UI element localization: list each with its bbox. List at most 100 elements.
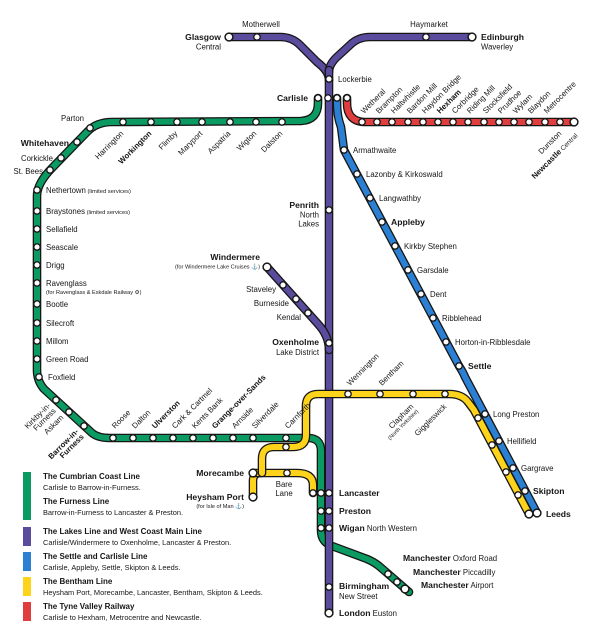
station-label-garsdale: Garsdale	[417, 266, 449, 275]
station-dot-carnforth	[282, 434, 290, 442]
station-dot-wigton	[252, 118, 260, 126]
station-dot-gargrave	[509, 464, 517, 472]
station-label-burneside: Burneside	[254, 299, 289, 308]
station-dot-langwathby	[366, 194, 374, 202]
station-dot-windermere	[262, 262, 272, 272]
station-dot-skipton	[521, 487, 529, 495]
station-dot-bare-lane	[283, 469, 291, 477]
station-label-settle: Settle	[468, 361, 492, 371]
station-label-horton-in-ribblesdale: Horton-in-Ribblesdale	[455, 338, 530, 347]
station-dot-wetheral	[358, 118, 366, 126]
station-label-dent: Dent	[430, 290, 447, 299]
station-label-drigg: Drigg	[46, 261, 65, 270]
station-label-haymarket: Haymarket	[410, 20, 449, 29]
station-label-hellifield: Hellifield	[507, 437, 536, 446]
station-dot-parton	[86, 124, 94, 132]
station-label-langwathby: Langwathby	[379, 194, 421, 203]
station-dot-morecambe	[248, 468, 258, 478]
station-dot-haydon-bridge	[419, 118, 427, 126]
legend-desc-the-tyne-valley-railway: Carlisle to Hexham, Metrocentre and Newc…	[43, 613, 202, 622]
station-dot-oxenholme-lake-district	[325, 339, 333, 347]
station-label-lazonby-kirkoswald: Lazonby & Kirkoswald	[366, 170, 443, 179]
station-label-parton: Parton	[61, 114, 84, 123]
bentham-line-1	[250, 470, 316, 496]
station-dot-hellifield-1	[488, 441, 496, 449]
station-dot-aspatria	[226, 118, 234, 126]
station-dot-glasgow-central	[224, 32, 234, 42]
station-dot-grange-over-sands	[209, 434, 217, 442]
station-dot-green-road	[33, 355, 41, 363]
station-dot-dalton	[129, 434, 137, 442]
station-label-nethertown: Nethertown (limited services)	[46, 186, 131, 195]
legend-title-the-furness-line: The Furness Line	[43, 497, 110, 506]
station-dot-carlisle	[314, 94, 322, 102]
station-dot-edinburgh-waverley	[467, 32, 477, 42]
station-dot-london-euston	[324, 608, 334, 618]
station-label-armathwaite: Armathwaite	[353, 146, 396, 155]
station-label-whitehaven: Whitehaven	[21, 138, 69, 148]
station-dot-haltwhistle	[388, 118, 396, 126]
station-dot-appleby	[378, 218, 386, 226]
station-label-millom: Millom	[46, 337, 69, 346]
station-dot-millom	[33, 337, 41, 345]
station-dot-roose	[109, 434, 117, 442]
station-label-london-euston: London Euston	[339, 608, 397, 618]
station-label-skipton: Skipton	[533, 486, 565, 496]
station-label-manchester-oxford-road: Manchester Oxford Road	[403, 553, 497, 563]
station-dot-harrington	[119, 118, 127, 126]
station-dot-newcastle-central	[569, 117, 579, 127]
station-label-lancaster: Lancaster	[339, 488, 380, 498]
station-dot-barrow-in-furness	[80, 422, 88, 430]
station-dot-dalston	[278, 118, 286, 126]
station-label-leeds: Leeds	[546, 509, 571, 519]
station-dot-arnside	[229, 434, 237, 442]
station-label-staveley: Staveley	[246, 285, 276, 294]
station-label-wigan-north-western: Wigan North Western	[339, 523, 417, 533]
station-dot-corkickle	[57, 154, 65, 162]
station-label-heysham-port: Heysham Port(for Isle of Man ⚓)	[186, 492, 244, 510]
legend-swatch-lakes-and-wcml	[23, 527, 31, 546]
station-dot-hexham	[434, 118, 442, 126]
station-dot-haymarket	[422, 33, 430, 41]
station-dot-manchester-oxford-road	[384, 570, 392, 578]
legend-swatch-cumbrian-coast-and-furness	[23, 472, 31, 520]
station-dot-staveley	[279, 281, 287, 289]
station-dot-birmingham-new-street	[325, 583, 333, 591]
station-dot-riding-mill	[464, 118, 472, 126]
station-dot-sellafield	[33, 225, 41, 233]
station-label-sellafield: Sellafield	[46, 225, 78, 234]
station-dot-long-preston	[481, 410, 489, 418]
station-dot-silecroft	[33, 319, 41, 327]
station-label-foxfield: Foxfield	[48, 373, 75, 382]
station-dot-silverdale	[249, 434, 257, 442]
station-dot-nethertown	[33, 186, 41, 194]
station-label-ribblehead: Ribblehead	[442, 314, 481, 323]
station-label-lockerbie: Lockerbie	[338, 75, 372, 84]
legend-title-the-lakes-line-and-west-coast-main-line: The Lakes Line and West Coast Main Line	[43, 527, 203, 536]
station-dot-st-bees	[46, 166, 54, 174]
legend-title-the-settle-and-carlisle-line: The Settle and Carlisle Line	[43, 552, 148, 561]
station-dot-foxfield	[35, 373, 43, 381]
station-label-motherwell: Motherwell	[242, 20, 280, 29]
station-dot-braystones	[33, 207, 41, 215]
station-dot-hellifield	[495, 437, 503, 445]
station-label-kendal: Kendal	[277, 313, 302, 322]
station-dot-manchester-airport	[400, 584, 410, 594]
station-dot-drigg	[33, 261, 41, 269]
station-dot-burneside	[292, 295, 300, 303]
station-dot-garsdale	[404, 266, 412, 274]
legend-swatch-settle-and-carlisle	[23, 552, 31, 571]
station-label-manchester-airport: Manchester Airport	[421, 580, 494, 590]
station-dot-manchester-piccadilly	[393, 578, 401, 586]
station-label-bootle: Bootle	[46, 300, 68, 309]
legend-title-the-cumbrian-coast-line: The Cumbrian Coast Line	[43, 472, 140, 481]
station-dot-lockerbie	[325, 75, 333, 83]
bentham-line-2	[259, 391, 532, 517]
station-dot-blaydon	[525, 118, 533, 126]
station-dot-preston-1	[325, 507, 333, 515]
station-dot-wigan-north-western	[317, 524, 325, 532]
legend-swatch-tyne-valley	[23, 602, 31, 621]
